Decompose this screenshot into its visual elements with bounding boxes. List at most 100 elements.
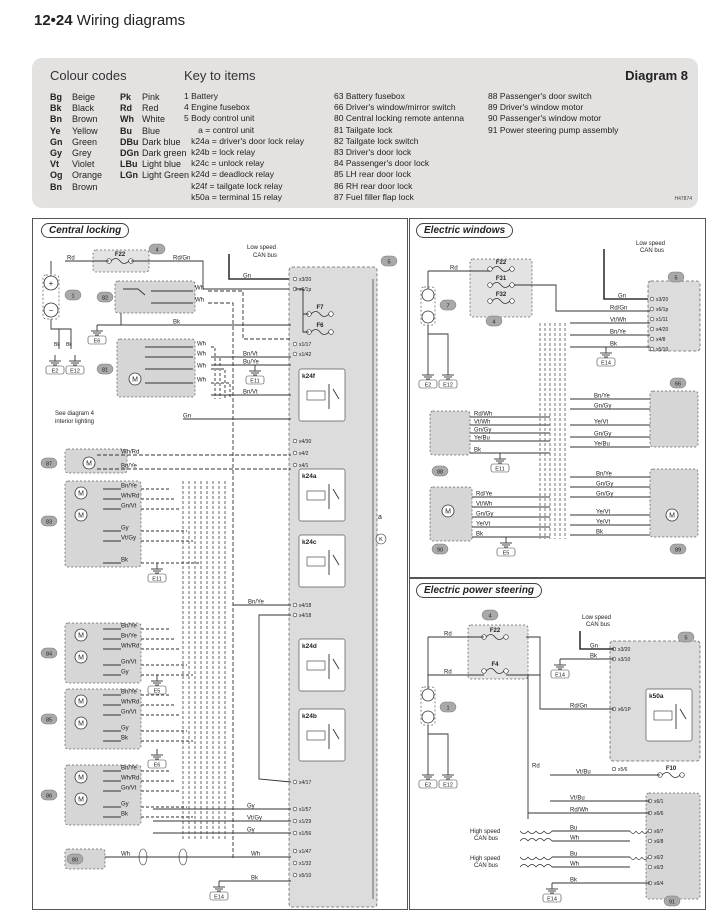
pin-label: x6/4 [654,881,664,887]
fuse-terminal [503,668,509,674]
key-item: 1 Battery [184,91,219,101]
door-lock-83 [64,480,142,568]
pin-label: x5/6 [618,767,628,773]
page-number: 12•24 [34,12,73,29]
component-number: 4 [492,319,495,325]
fuse-label: F4 [491,662,499,668]
key-item: k50a = terminal 15 relay [184,191,283,202]
motor-letter: M [78,774,84,781]
fuse-terminal [503,634,509,640]
fuse-label: F10 [666,766,677,772]
key-item: 84 Passenger's door lock [334,158,430,169]
unit-label: a [378,514,382,521]
earth-label: E14 [547,896,557,902]
component-badge [40,457,58,469]
pin [649,316,655,322]
wire-label: Wh [197,352,206,358]
wire-label: Wh [197,378,206,384]
fuse-label: F7 [316,305,324,311]
pin [292,351,298,357]
earth-point [496,547,516,557]
colour-name: Violet [72,159,95,170]
motor-letter: M [669,512,675,519]
key-item: 66 Driver's window/mirror switch [334,102,456,113]
twisted-pair [543,830,553,834]
wire-label: Vt/Gy [121,536,136,542]
motor-symbol [82,456,96,470]
motor-symbol [441,504,455,518]
wire-label: Bn/Vt [243,390,258,396]
relay-coil [306,490,326,501]
wire-label: Wh [570,862,579,868]
pin [292,612,298,618]
component-badge [669,543,687,555]
fusebox-63 [469,258,533,318]
wire [428,733,449,769]
relay-label: k24a [302,473,317,480]
earth-label: E2 [52,368,59,374]
fuse-label: F32 [496,292,507,298]
key-item: 91 Power steering pump assembly [488,124,619,135]
motor-letter: M [78,654,84,661]
unit-letter: K [379,537,383,543]
colour-name: Pink [142,92,160,102]
motor-symbol [74,770,88,784]
component-number: 1 [446,705,449,711]
hs-note: High speed [470,829,500,835]
pin-label: x3/20 [656,297,668,303]
pin [292,779,298,785]
component-badge [40,789,58,801]
wire-label: Bk [610,342,618,348]
fuse-element [485,668,505,674]
wire-label: Rd/Wh [570,808,588,814]
key-item: k24b = lock relay [184,146,256,157]
pin-label: x4/30 [299,439,311,445]
wire [579,631,614,650]
earth-point [45,365,65,375]
component-badge [66,853,84,865]
fuse-terminal [481,668,487,674]
pin-label: x4/2 [299,451,309,457]
wire-label: Bn/Ye [121,690,137,696]
fuse-element [661,772,681,778]
twisted-pair [629,856,637,860]
component-number: 4 [488,613,491,619]
wire-label: Bk [121,736,129,742]
pin-label: x4/8 [656,337,666,343]
twisted-pair [641,830,649,834]
wire-label: Ye/Vt [596,510,610,516]
wire-label: Bn/Ye [121,484,137,490]
wire [208,302,234,859]
pin-label: x6/1P [618,707,631,713]
wire [428,333,449,369]
pin [292,341,298,347]
twisted-pair [519,864,529,868]
wire-label: Wh/Rd [121,494,139,500]
relay-label: k24f [302,373,316,380]
twisted-pair [519,838,529,842]
component-number: 80 [72,857,78,863]
pin [647,864,653,870]
key-title: Key to items [184,68,256,83]
pin-label: x6/2 [654,855,664,861]
pin-label: x6/1p [656,307,668,313]
component-number: 83 [46,519,52,525]
motor-letter: M [78,490,84,497]
motor-letter: M [78,512,84,519]
wire-label: Ye/Vt [596,520,610,526]
fuse-element [310,329,330,335]
wire-label: Wh [195,298,204,304]
wire-label: Ye/Bu [594,442,610,448]
fuse-label: F22 [496,260,507,266]
earth-point [596,357,616,367]
pin-label: x1/29 [299,819,311,825]
fuse-terminal [487,282,493,288]
colour-codes-title: Colour codes [50,68,127,83]
motor-letter: M [445,508,451,515]
wire-label: Rd [444,632,452,638]
wire [514,284,650,312]
